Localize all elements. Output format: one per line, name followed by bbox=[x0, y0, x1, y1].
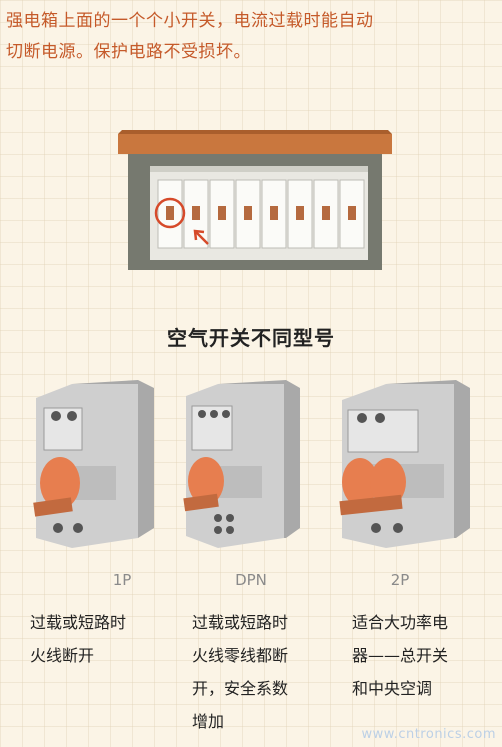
distribution-box-illustration bbox=[118, 130, 392, 270]
intro-line-2: 切断电源。保护电路不受损坏。 bbox=[6, 42, 251, 62]
highlight-circle bbox=[154, 197, 186, 229]
desc-line: 适合大功率电 bbox=[352, 613, 449, 632]
breaker-type-dpn: DPN bbox=[235, 571, 267, 589]
pointer-arrow-icon bbox=[193, 229, 209, 245]
breaker-dpn-illustration bbox=[183, 380, 300, 548]
breaker-type-1p: 1P bbox=[112, 571, 132, 589]
breaker-2p-illustration bbox=[339, 380, 470, 548]
desc-line: 过载或短路时 bbox=[192, 613, 289, 632]
intro-text: 强电箱上面的一个个小开关，电流过载时能自动 切断电源。保护电路不受损坏。 bbox=[6, 6, 498, 68]
desc-line: 开，安全系数 bbox=[192, 679, 289, 698]
breaker-1p-illustration bbox=[33, 380, 154, 548]
section-heading: 空气开关不同型号 bbox=[167, 326, 335, 350]
breaker-type-2p: 2P bbox=[390, 571, 410, 589]
desc-line: 增加 bbox=[192, 712, 225, 731]
desc-line: 火线断开 bbox=[30, 646, 95, 665]
breaker-2p-description: 适合大功率电 器——总开关 和中央空调 bbox=[352, 606, 448, 705]
intro-line-1: 强电箱上面的一个个小开关，电流过载时能自动 bbox=[6, 11, 374, 31]
box-lid bbox=[118, 134, 392, 154]
desc-line: 器——总开关 bbox=[352, 646, 449, 665]
breaker-dpn-description: 过载或短路时 火线零线都断 开，安全系数 增加 bbox=[192, 606, 288, 738]
desc-line: 过载或短路时 bbox=[30, 613, 127, 632]
desc-line: 火线零线都断 bbox=[192, 646, 289, 665]
breaker-row bbox=[157, 179, 365, 249]
desc-line: 和中央空调 bbox=[352, 679, 433, 698]
breaker-1p-description: 过载或短路时 火线断开 bbox=[30, 606, 126, 672]
watermark: www.cntronics.com bbox=[361, 727, 496, 742]
